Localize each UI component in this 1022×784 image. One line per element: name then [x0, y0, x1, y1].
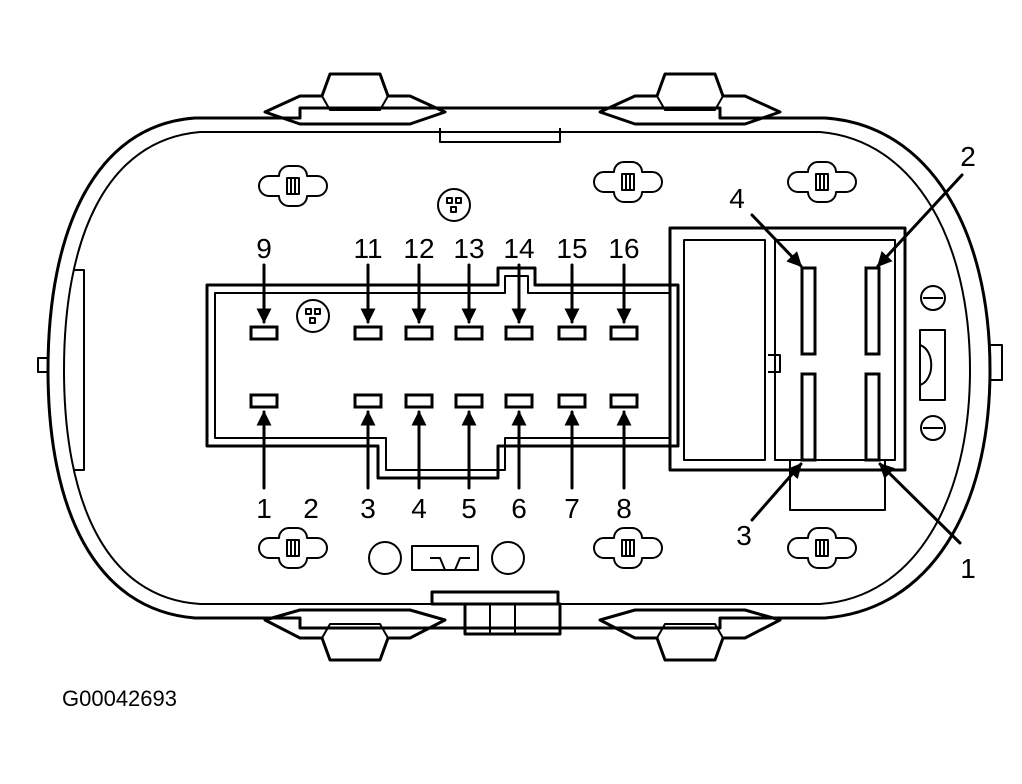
label-pin-15: 15 [556, 233, 587, 264]
connector-housing [37, 106, 1003, 630]
pin-5 [454, 393, 484, 409]
connector-b-body [668, 226, 907, 511]
pin-11 [353, 325, 383, 341]
pin-4 [404, 393, 434, 409]
pin-b-1 [864, 372, 881, 462]
pin-16 [609, 325, 639, 341]
label-pin-13: 13 [453, 233, 484, 264]
pin-b-3 [800, 372, 817, 462]
connector-a-pins [249, 325, 639, 409]
label-pin-7: 7 [564, 493, 580, 524]
side-screw-bottom [920, 415, 946, 441]
figure-id: G00042693 [62, 686, 177, 711]
clip-bottom-right [787, 527, 857, 569]
label-pin-9: 9 [256, 233, 272, 264]
pin-1 [249, 393, 279, 409]
label-pin-6: 6 [511, 493, 527, 524]
label-pin-12: 12 [403, 233, 434, 264]
connector-b-labels: 4 2 3 1 [729, 141, 976, 584]
pin-14 [504, 325, 534, 341]
pin-8 [609, 393, 639, 409]
boss-top [437, 188, 471, 222]
pin-6 [504, 393, 534, 409]
top-center-tab [439, 128, 561, 143]
bottom-latch-right [598, 608, 782, 662]
label-pin-4: 4 [411, 493, 427, 524]
key-slot [411, 545, 479, 571]
side-screw-top [920, 285, 946, 311]
clip-bottom-left [258, 527, 328, 569]
pin-7 [557, 393, 587, 409]
pin-15 [557, 325, 587, 341]
label-b-2: 2 [960, 141, 976, 172]
hole-bottom-right [491, 541, 525, 575]
clip-top-center [593, 161, 663, 203]
label-b-1: 1 [960, 553, 976, 584]
label-pin-3: 3 [360, 493, 376, 524]
pin-3 [353, 393, 383, 409]
side-lock [919, 329, 946, 401]
label-pin-1: 1 [256, 493, 272, 524]
label-pin-2: 2 [303, 493, 319, 524]
bottom-latch-left [263, 608, 447, 662]
pin-9 [249, 325, 279, 341]
label-b-4: 4 [729, 183, 745, 214]
label-b-3: 3 [736, 520, 752, 551]
pin-b-2 [864, 266, 881, 356]
connector-a-labels: 9 11 12 13 14 15 16 1 2 3 4 5 6 7 8 [256, 233, 639, 524]
connector-b-arrows [750, 173, 964, 545]
bottom-center-tab [430, 590, 562, 636]
pin-13 [454, 325, 484, 341]
clip-bottom-center [593, 527, 663, 569]
label-pin-11: 11 [353, 233, 382, 264]
connector-a-body [205, 266, 680, 480]
label-pin-8: 8 [616, 493, 632, 524]
boss-left [296, 299, 330, 333]
clip-top-right [787, 161, 857, 203]
top-latch-left [263, 72, 447, 126]
connector-b-pins [800, 266, 881, 462]
clip-top-left [258, 165, 328, 207]
pin-12 [404, 325, 434, 341]
connector-a-arrows [256, 263, 632, 490]
label-pin-5: 5 [461, 493, 477, 524]
label-pin-16: 16 [608, 233, 639, 264]
pin-b-4 [800, 266, 817, 356]
label-pin-14: 14 [503, 233, 534, 264]
hole-bottom-left [368, 541, 402, 575]
top-latch-right [598, 72, 782, 126]
